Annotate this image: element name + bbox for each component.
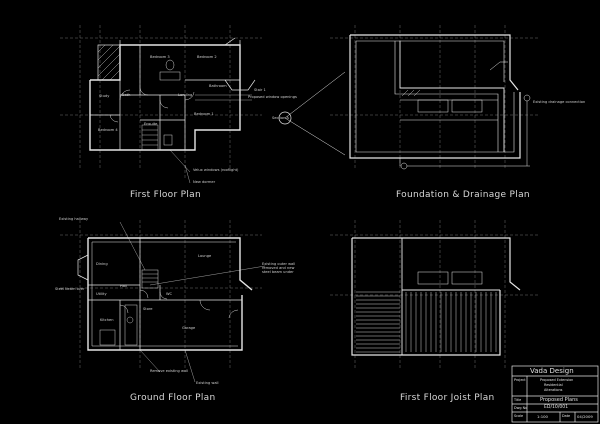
dwg-no: ED/10/001 [544, 405, 569, 410]
foundation-plan-title: Foundation & Drainage Plan [396, 190, 530, 200]
annotation: Remove existing wall [150, 369, 189, 373]
ground-floor-plan [60, 220, 266, 383]
scale-label: Scale [514, 414, 524, 418]
room-label: Garage [182, 326, 196, 330]
company-name: Vada Design [530, 367, 574, 375]
annotation: New dormer [193, 180, 216, 184]
dwg-no-label: Dwg No [514, 406, 528, 410]
room-label: Bedroom 4 [98, 128, 118, 132]
ground-floor-plan-title: Ground Floor Plan [130, 393, 216, 403]
annotation: Stair 1 [254, 88, 266, 92]
room-label: Bedroom 3 [150, 55, 170, 59]
room-label: Lounge [198, 254, 212, 258]
section-marker [278, 71, 346, 156]
title-block [511, 365, 599, 423]
joist-plan-title: First Floor Joist Plan [400, 393, 495, 403]
room-label: Hall [120, 284, 127, 288]
room-label: Bedroom 1 [194, 112, 214, 116]
drawing-label: Title [514, 398, 522, 402]
room-label: Bedroom 2 [197, 55, 217, 59]
first-floor-plan [60, 25, 262, 184]
foundation-plan [330, 25, 540, 170]
first-floor-plan-title: First Floor Plan [130, 190, 201, 200]
project-line-2: Residential [544, 383, 563, 387]
annotation: Existing drainage connection [533, 100, 586, 104]
date-value: 04/2009 [577, 414, 593, 419]
room-label: Bathroom [209, 84, 227, 88]
room-label: Utility [96, 292, 107, 296]
scale-value: 1:100 [537, 414, 548, 419]
annotation: Existing wall [196, 381, 219, 385]
annotation: Section A [272, 116, 289, 120]
room-label: Kitchen [100, 318, 114, 322]
room-label: WC [166, 292, 173, 296]
joist-plan [330, 220, 540, 370]
annotation: Existing outer wall removed and new stee… [262, 262, 296, 274]
room-label: Ensuite [144, 122, 158, 126]
room-label: Store [143, 307, 153, 311]
project-line-3: Alterations [544, 388, 563, 392]
room-label: Dining [96, 262, 108, 266]
annotation: Velux windows (rooflight) [193, 168, 239, 172]
room-label: Bath [122, 93, 131, 97]
project-label: Project [514, 378, 526, 382]
room-label: Study [99, 94, 110, 98]
date-label: Date [562, 414, 571, 418]
annotation: Existing hallway [59, 217, 89, 221]
annotation: Proposed window openings [248, 95, 297, 99]
annotation: Steel beam over [55, 287, 85, 291]
room-label: Landing [178, 93, 193, 97]
project-line-1: Proposed Extension [540, 378, 574, 382]
drawing-title: Proposed Plans [540, 397, 578, 403]
